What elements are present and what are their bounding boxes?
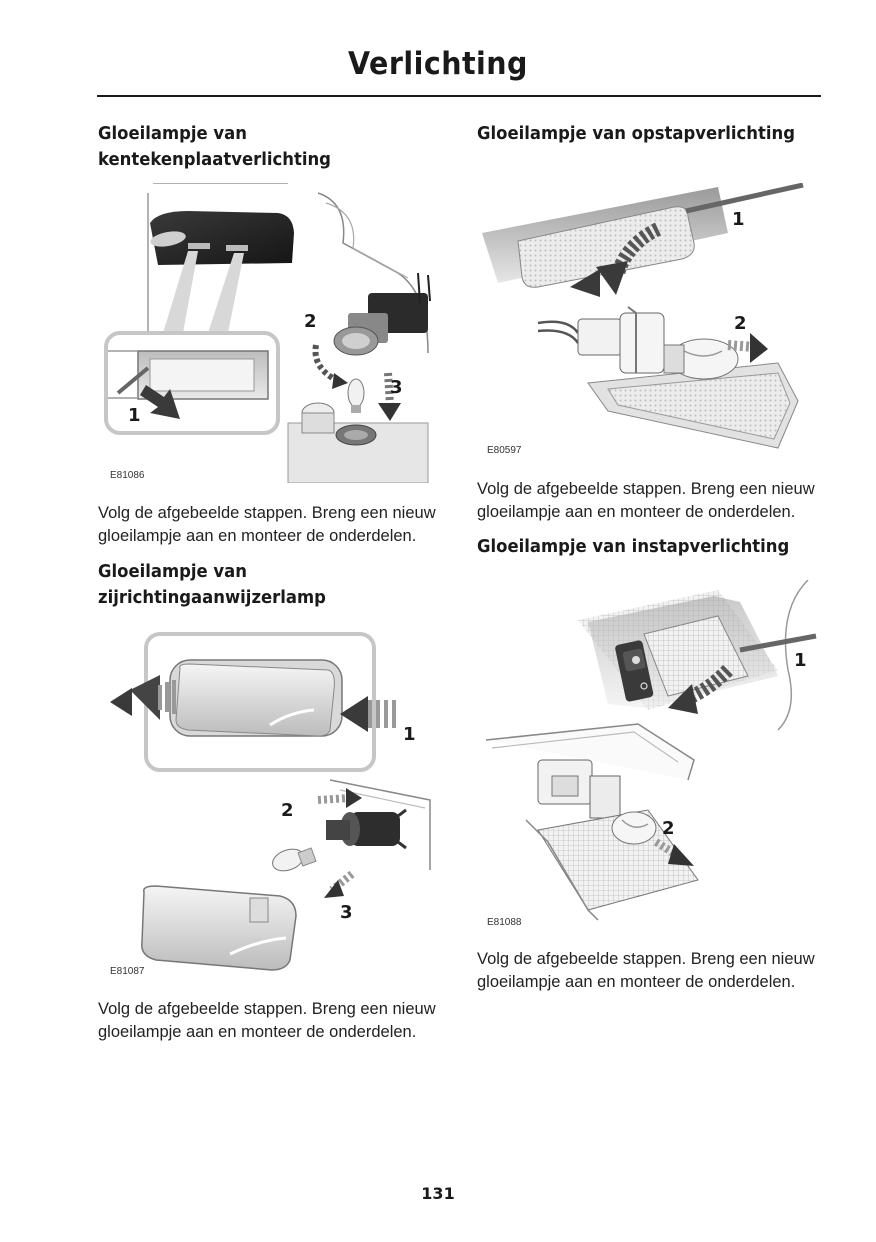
body-zijrichting-line2: gloeilampje aan en monteer de onderdelen… (98, 1023, 417, 1041)
title-rule (97, 95, 821, 97)
body-kenteken: Volg de afgebeelde stappen. Breng een ni… (98, 502, 436, 548)
arrow-1-icon (570, 222, 662, 297)
body-opstap: Volg de afgebeelde stappen. Breng een ni… (477, 478, 815, 524)
figure-kenteken: 1 2 3 (98, 183, 438, 483)
heading-zijrichting: Gloeilampje van zijrichtingaanwijzerlamp (98, 559, 326, 611)
heading-kenteken-line2: kentekenplaatverlichting (98, 150, 331, 170)
callout-1: 1 (732, 209, 745, 230)
callout-2: 2 (662, 818, 675, 839)
body-zijrichting: Volg de afgebeelde stappen. Breng een ni… (98, 998, 436, 1044)
festoon-bulb-icon (611, 811, 657, 845)
body-opstap-line1: Volg de afgebeelde stappen. Breng een ni… (477, 480, 815, 498)
arrow-1-icon (668, 664, 733, 714)
bulb-socket (333, 272, 431, 356)
page-number: 131 (421, 1184, 455, 1203)
callout-2: 2 (734, 313, 747, 334)
callout-3: 3 (390, 377, 403, 398)
step-lamp-lens (517, 206, 695, 288)
callout-2: 2 (304, 311, 317, 332)
figure-zijrichting: 1 2 3 (100, 630, 440, 980)
heading-kenteken-line1: Gloeilampje van (98, 124, 247, 144)
heading-zijrichting-line2: zijrichtingaanwijzerlamp (98, 588, 326, 608)
heading-instap: Gloeilampje van instapverlichting (477, 537, 790, 557)
callout-1: 1 (403, 724, 416, 745)
figure-code-zijrichting: E81087 (110, 966, 145, 977)
callout-3: 3 (340, 902, 353, 923)
callout-1: 1 (794, 650, 807, 671)
lamp-switch (615, 640, 654, 702)
plate-lamp-housing (150, 211, 294, 265)
indicator-socket (326, 808, 407, 850)
figure-instap: 1 2 (478, 580, 818, 930)
heading-zijrichting-line1: Gloeilampje van (98, 562, 247, 582)
callout-2: 2 (281, 800, 294, 821)
heading-opstap: Gloeilampje van opstapverlichting (477, 124, 796, 144)
body-instap: Volg de afgebeelde stappen. Breng een ni… (477, 948, 815, 994)
callout-1: 1 (128, 405, 141, 426)
body-kenteken-line1: Volg de afgebeelde stappen. Breng een ni… (98, 504, 436, 522)
body-instap-line2: gloeilampje aan en monteer de onderdelen… (477, 973, 796, 991)
body-kenteken-line2: gloeilampje aan en monteer de onderdelen… (98, 527, 417, 545)
figure-opstap: 1 2 (478, 183, 818, 463)
body-opstap-line2: gloeilampje aan en monteer de onderdelen… (477, 503, 796, 521)
wedge-bulb-icon (272, 847, 317, 872)
figure-code-kenteken: E81086 (110, 470, 145, 481)
page-title: Verlichting (348, 46, 528, 82)
side-lamp-lens (175, 663, 335, 737)
figure-code-opstap: E80597 (487, 445, 522, 456)
arrow-1-icon (140, 385, 180, 419)
festoon-bulb-icon (663, 338, 739, 380)
small-bulb-icon (347, 378, 365, 413)
arrow-1-icon (340, 696, 396, 732)
heading-kenteken: Gloeilampje van kentekenplaatverlichting (98, 121, 331, 173)
body-instap-line1: Volg de afgebeelde stappen. Breng een ni… (477, 950, 815, 968)
body-zijrichting-line1: Volg de afgebeelde stappen. Breng een ni… (98, 1000, 436, 1018)
figure-code-instap: E81088 (487, 917, 522, 928)
